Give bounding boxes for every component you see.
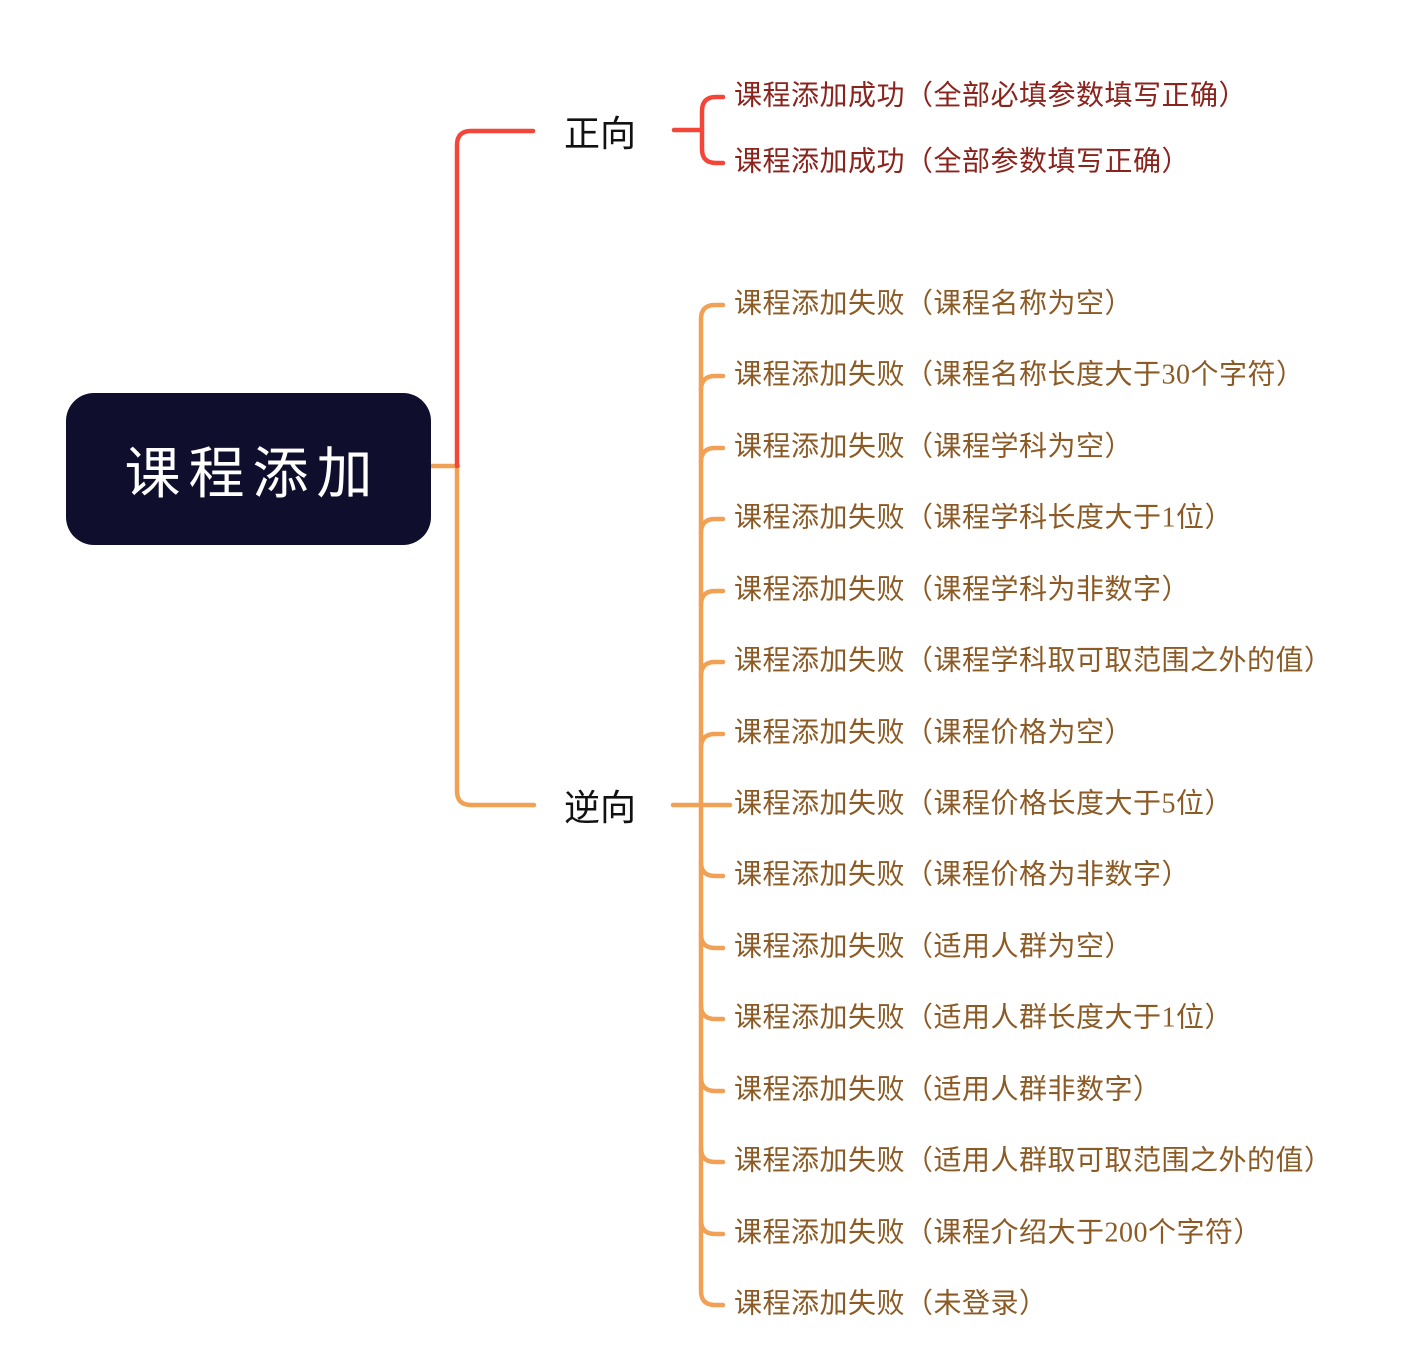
leaf-hook (698, 659, 726, 679)
negative-children-trunk (698, 302, 726, 1308)
leaf-node-negative-12[interactable]: 课程添加失败（适用人群取可取范围之外的值） (734, 1145, 1333, 1177)
leaf-node-negative-9[interactable]: 课程添加失败（适用人群为空） (734, 931, 1134, 963)
leaf-hook (698, 373, 726, 393)
branch-line-negative (454, 463, 537, 808)
leaf-node-negative-6[interactable]: 课程添加失败（课程价格为空） (734, 717, 1134, 749)
leaf-node-negative-1[interactable]: 课程添加失败（课程名称长度大于30个字符） (734, 359, 1305, 391)
leaf-node-negative-11[interactable]: 课程添加失败（适用人群非数字） (734, 1074, 1162, 1106)
leaf-hook (698, 1217, 726, 1237)
branch-node-positive[interactable]: 正向 (563, 113, 637, 154)
leaf-hook (698, 859, 726, 879)
leaf-node-negative-2[interactable]: 课程添加失败（课程学科为空） (734, 431, 1134, 463)
leaf-node-negative-10[interactable]: 课程添加失败（适用人群长度大于1位） (734, 1002, 1234, 1034)
leaf-node-negative-5[interactable]: 课程添加失败（课程学科取可取范围之外的值） (734, 645, 1333, 677)
leaf-node-negative-14[interactable]: 课程添加失败（未登录） (734, 1288, 1048, 1320)
leaf-hook (698, 445, 726, 465)
leaf-node-positive-1[interactable]: 课程添加成功（全部参数填写正确） (734, 146, 1191, 178)
leaf-node-negative-0[interactable]: 课程添加失败（课程名称为空） (734, 288, 1134, 320)
root-node-label: 课程添加 (124, 441, 381, 505)
leaf-hook (698, 931, 726, 951)
leaf-hook (698, 516, 726, 536)
branch-node-negative[interactable]: 逆向 (563, 787, 637, 828)
leaf-node-negative-4[interactable]: 课程添加失败（课程学科为非数字） (734, 574, 1191, 606)
leaf-node-positive-0[interactable]: 课程添加成功（全部必填参数填写正确） (734, 80, 1248, 112)
leaf-hooks (698, 373, 726, 1237)
positive-children-bracket (699, 94, 726, 166)
leaf-node-negative-7[interactable]: 课程添加失败（课程价格长度大于5位） (734, 788, 1234, 820)
leaf-node-negative-8[interactable]: 课程添加失败（课程价格为非数字） (734, 859, 1191, 891)
root-node[interactable]: 课程添加 (66, 393, 431, 545)
leaf-node-negative-3[interactable]: 课程添加失败（课程学科长度大于1位） (734, 502, 1234, 534)
leaf-hook (698, 1074, 726, 1094)
branch-line-positive (454, 128, 536, 469)
leaf-hook (698, 731, 726, 751)
leaf-hook (698, 1145, 726, 1165)
leaf-node-negative-13[interactable]: 课程添加失败（课程介绍大于200个字符） (734, 1217, 1263, 1249)
leaf-hook (698, 1002, 726, 1022)
leaf-hook (698, 588, 726, 608)
